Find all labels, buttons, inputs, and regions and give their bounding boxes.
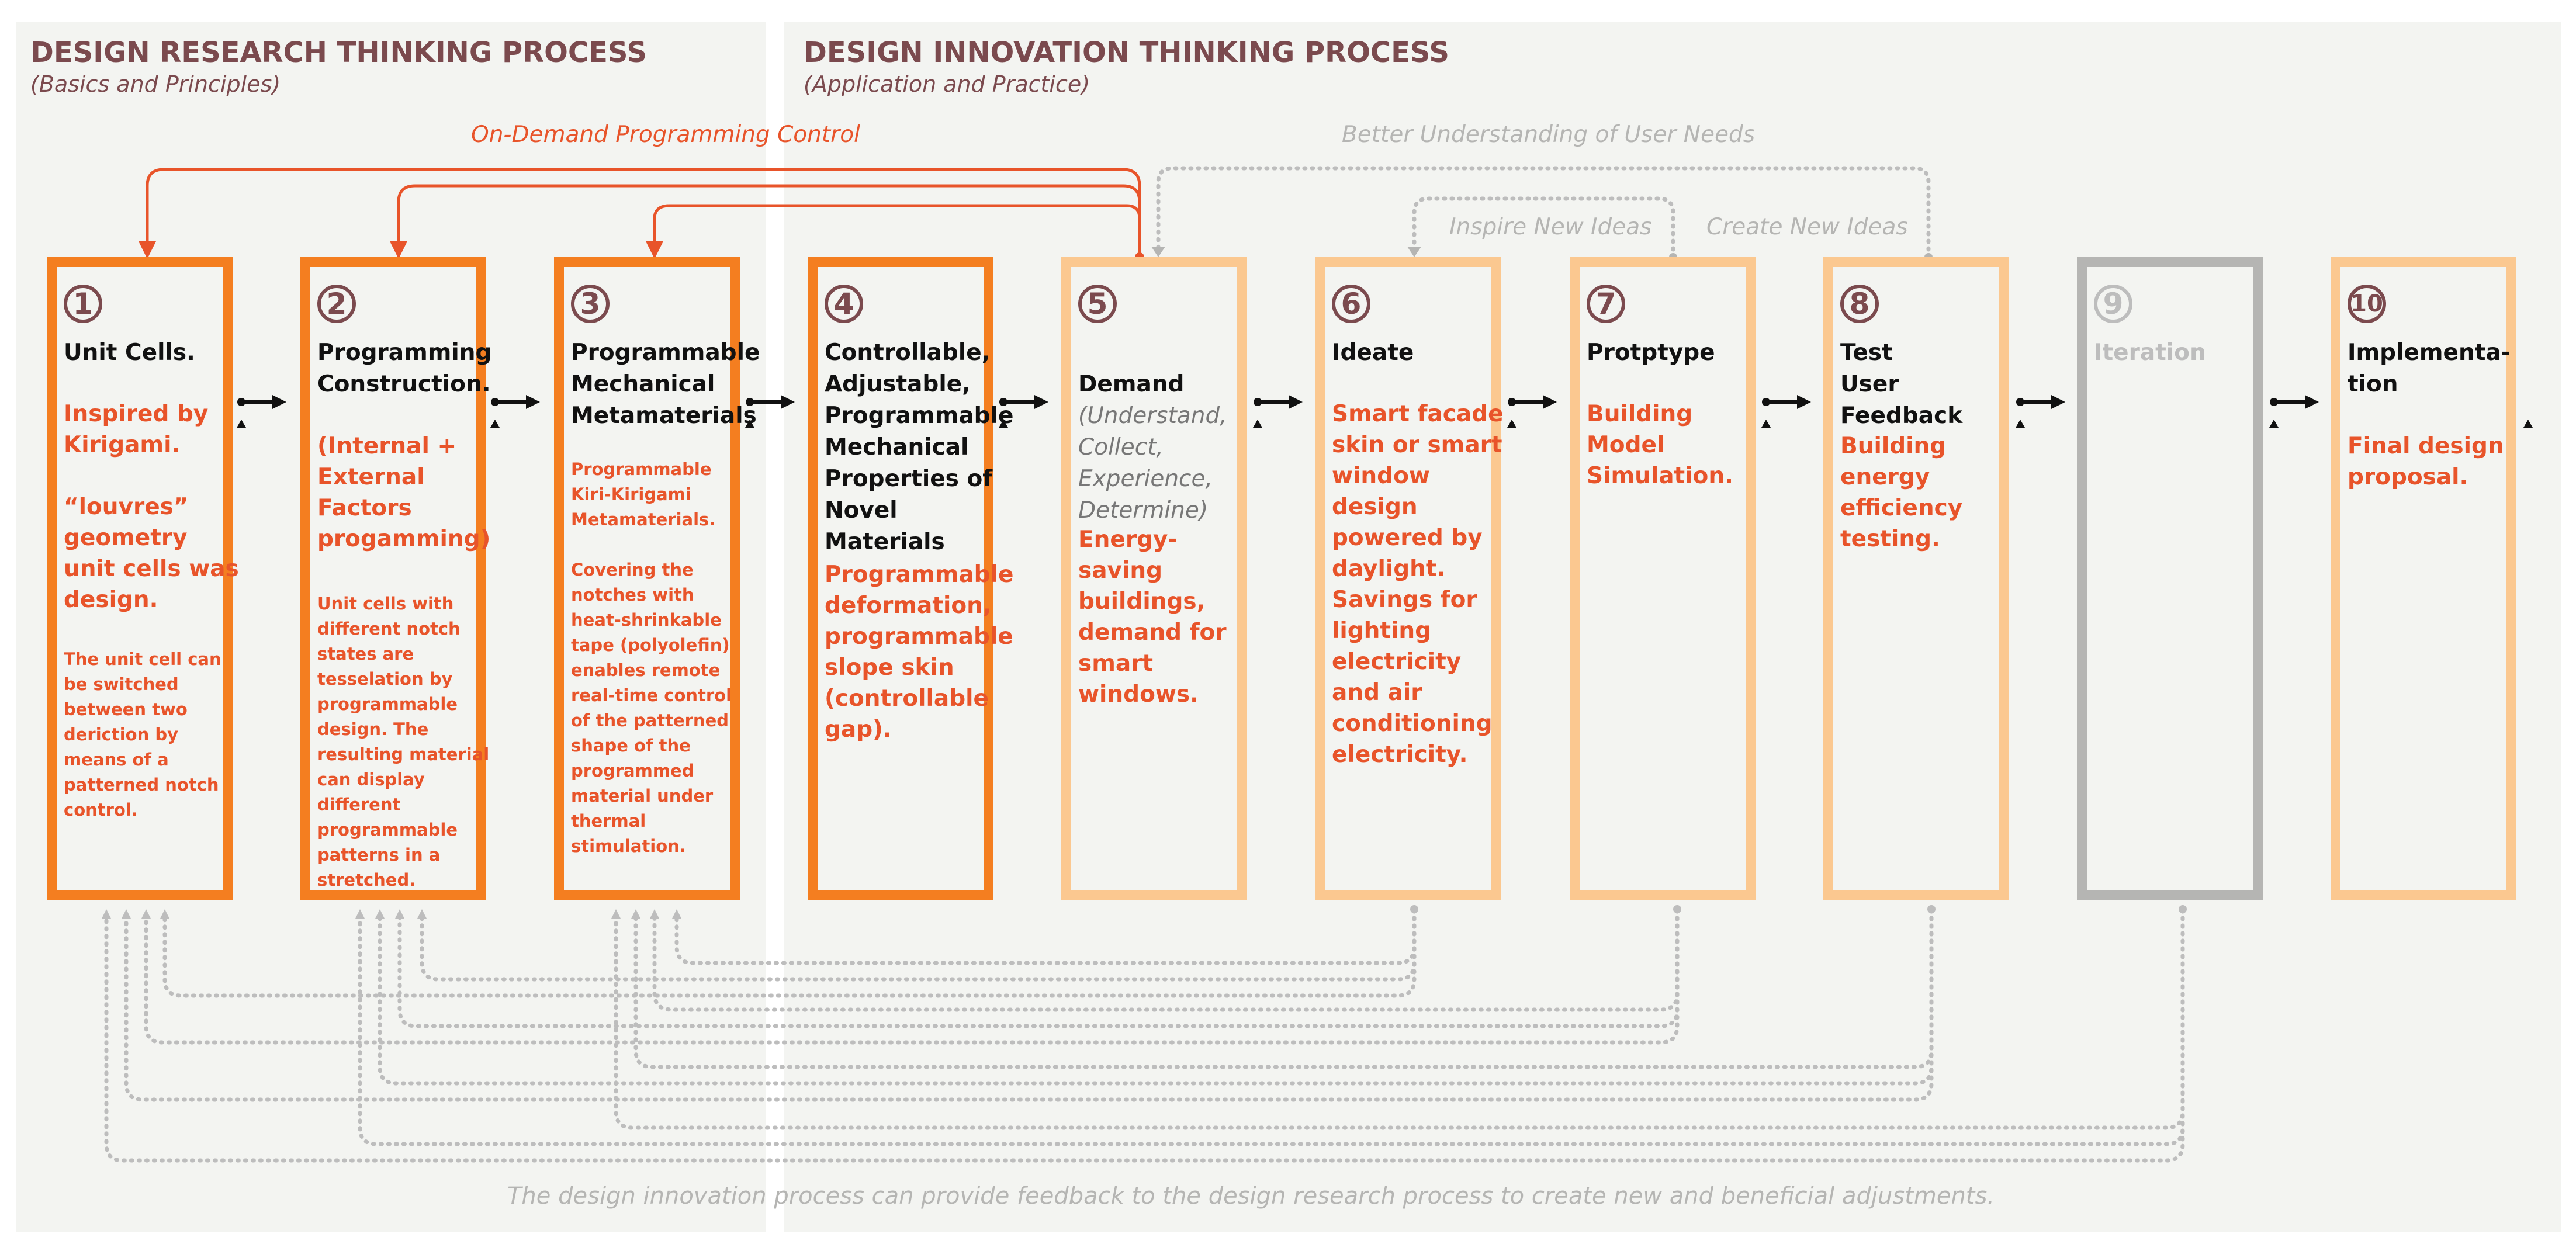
innovation-panel-title: DESIGN INNOVATION THINKING PROCESS [804,36,1449,69]
step-primary-text: Building energy efficiency testing. [1840,433,1963,552]
step-subtitle: (Understand, Collect, Experience, Determ… [1078,403,1227,524]
step-number: 6 [1332,285,1370,323]
step-4-box: 4 Controllable, Adjustable, Programmable… [808,257,1013,900]
step-number: 8 [1840,285,1879,323]
step-title: Ideate [1332,339,1414,366]
step-7-box: 7 Protptype Building Model Simulation. [1570,257,1756,900]
step-10-box: 10 Implementa- tion Final design proposa… [2331,257,2516,900]
step-number: 5 [1078,285,1117,323]
step-primary-text: Smart facade skin or smart window design… [1332,401,1504,768]
research-panel-subtitle: (Basics and Principles) [30,71,281,97]
step-title-text: Demand [1078,371,1185,397]
step-3-box: 3 Programmable Mechanical Metamaterials … [554,257,760,900]
on-demand-label: On-Demand Programming Control [471,122,860,148]
inspire-label: Inspire New Ideas [1449,214,1652,240]
better-understanding-arrow [1156,166,1931,259]
create-label: Create New Ideas [1706,214,1908,240]
on-demand-arrow-3 [646,204,1141,259]
step-title: Implementa- tion [2348,339,2511,397]
step-primary-text: Programmable deformation, programmable s… [825,562,1014,743]
step-title: Programming Construction. [317,339,492,397]
better-understanding-label: Better Understanding of User Needs [1342,122,1756,148]
step-number: 3 [571,285,610,323]
step-number: 7 [1587,285,1625,323]
step-9-box: 9 Iteration [2077,257,2263,900]
step-8-box: 8 Test User Feedback Building energy eff… [1823,257,2009,900]
footer-note: The design innovation process can provid… [507,1183,1995,1210]
research-panel-title: DESIGN RESEARCH THINKING PROCESS [30,36,647,69]
step-primary-text: (Internal + External Factors progamming) [317,433,491,552]
step-5-box: 5 Demand (Understand, Collect, Experienc… [1061,257,1247,900]
step-primary-text: Building Model Simulation. [1587,401,1733,489]
step-secondary-text: Programmable Kiri-Kirigami Metamaterials… [571,459,732,856]
step-1-box: 1 Unit Cells. Inspired by Kirigami. “lou… [47,257,239,900]
inspire-arrow [1412,196,1675,259]
step-number: 9 [2094,285,2132,323]
step-primary-text: Final design proposal. [2348,433,2504,490]
step-primary-text: Inspired by Kirigami. “louvres” geometry… [64,401,239,613]
step-number: 1 [64,285,102,323]
step-title: Demand (Understand, Collect, Experience,… [1078,337,1254,558]
step-title: Iteration [2094,339,2206,366]
step-title: Unit Cells. [64,339,195,366]
innovation-panel-subtitle: (Application and Practice) [804,71,1090,97]
step-number: 10 [2348,285,2386,323]
step-number: 2 [317,285,356,323]
step-title: Protptype [1587,339,1715,366]
step-6-box: 6 Ideate Smart facade skin or smart wind… [1315,257,1504,900]
step-title: Test User Feedback [1840,339,1963,429]
step-2-box: 2 Programming Construction. (Internal + … [300,257,491,900]
step-secondary-text: The unit cell can be switched between tw… [64,649,221,820]
step-title: Controllable, Adjustable, Programmable M… [825,339,1014,555]
on-demand-arrow-2 [390,184,1141,259]
step-primary-text: Energy-saving buildings, demand for smar… [1078,526,1227,708]
step-number: 4 [825,285,863,323]
on-demand-arrow-1 [139,168,1141,259]
step-secondary-text: Unit cells with different notch states a… [317,594,490,890]
step-title: Programmable Mechanical Metamaterials [571,339,760,429]
